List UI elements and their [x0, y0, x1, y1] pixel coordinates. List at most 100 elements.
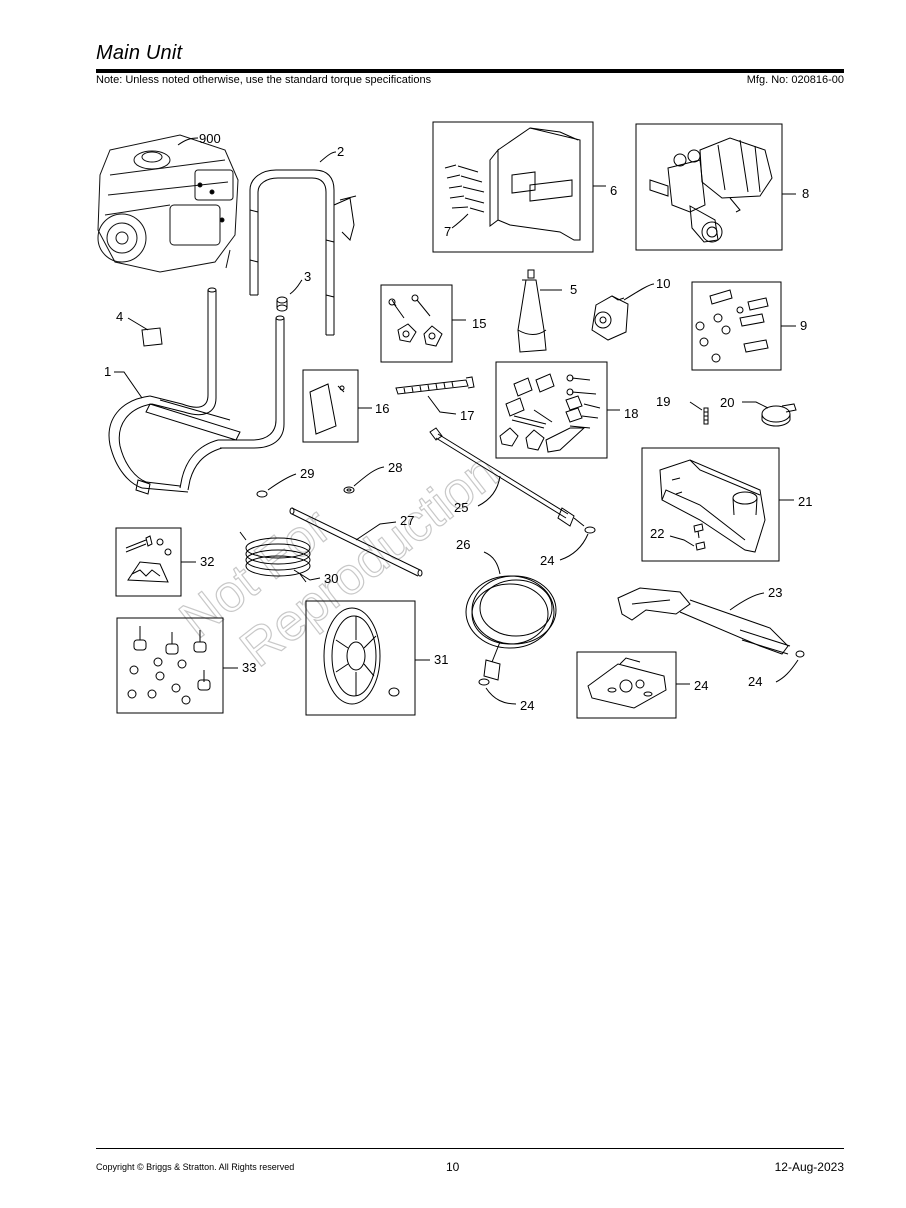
- hose-coil-part-30: [239, 531, 311, 583]
- callout-2: 2: [337, 144, 344, 159]
- part-21-box: [641, 447, 780, 562]
- part-24-box: [576, 651, 677, 719]
- oring-part-29: [256, 490, 268, 498]
- hose-part-26: [465, 575, 557, 681]
- leader-1: [114, 371, 143, 399]
- leader-2: [319, 151, 337, 163]
- callout-17: 17: [460, 408, 474, 423]
- callout-31: 31: [434, 652, 448, 667]
- oring-part-24a: [584, 526, 596, 534]
- callout-18: 18: [624, 406, 638, 421]
- copyright-text: Copyright © Briggs & Stratton. All Right…: [96, 1162, 295, 1172]
- part-31-box: [305, 600, 416, 716]
- unloader-part: [591, 295, 629, 341]
- callout-24d: 24: [694, 678, 708, 693]
- cap-part-20: [761, 403, 797, 427]
- leader-4: [127, 317, 149, 331]
- bolt-kit-9: [695, 289, 769, 363]
- torque-note: Note: Unless noted otherwise, use the st…: [96, 74, 432, 86]
- header-rule: [96, 69, 844, 73]
- callout-22: 22: [650, 526, 664, 541]
- leader-17: [427, 395, 457, 415]
- part-18-box: [495, 361, 608, 459]
- exploded-parts-diagram: Not For Reproduction 900 2 3: [97, 121, 812, 719]
- callout-16: 16: [375, 401, 389, 416]
- bolt-part-17: [395, 376, 475, 395]
- leader-24c: [775, 659, 799, 683]
- console-part-21: [659, 459, 766, 553]
- leader-30: [293, 569, 321, 581]
- leader-10: [623, 283, 655, 301]
- part-16-box: [302, 369, 359, 443]
- mfg-number: Mfg. No: 020816-00: [746, 74, 844, 86]
- leader-22: [669, 535, 695, 547]
- callout-7: 7: [444, 224, 451, 239]
- handle-part: [249, 169, 357, 336]
- spray-gun-part-23: [617, 587, 791, 655]
- callout-27: 27: [400, 513, 414, 528]
- leader-24a: [559, 533, 589, 561]
- guard-part: [489, 127, 581, 241]
- leader-24b: [485, 687, 517, 705]
- isolator-kit-33: [127, 626, 211, 705]
- wheel-part-31: [323, 607, 400, 705]
- foot-kit-32: [125, 535, 172, 583]
- callout-26: 26: [456, 537, 470, 552]
- wand-part-25: [429, 427, 585, 527]
- leader-3: [289, 279, 303, 295]
- callout-900: 900: [199, 131, 221, 146]
- part-32-box: [115, 527, 182, 597]
- oil-bottle-part: [517, 269, 547, 353]
- guard-bolts: [444, 164, 485, 213]
- screw-part-22: [693, 523, 706, 551]
- leader-7: [451, 213, 469, 229]
- callout-10: 10: [656, 276, 670, 291]
- footer-rule: [96, 1148, 844, 1149]
- callout-29: 29: [300, 466, 314, 481]
- callout-6: 6: [610, 183, 617, 198]
- callout-19: 19: [656, 394, 670, 409]
- part-8-box: [635, 123, 783, 251]
- manual-part-16: [309, 383, 345, 435]
- callout-23: 23: [768, 585, 782, 600]
- leader-28: [353, 466, 385, 487]
- callout-5: 5: [570, 282, 577, 297]
- callout-21: 21: [798, 494, 812, 509]
- frame-part: [108, 287, 285, 495]
- callout-3: 3: [304, 269, 311, 284]
- part-15-box: [380, 284, 453, 363]
- callout-33: 33: [242, 660, 256, 675]
- part-9-box: [691, 281, 782, 371]
- page-title: Main Unit: [96, 42, 183, 64]
- axle-part-27: [289, 507, 423, 577]
- callout-24c: 24: [748, 674, 762, 689]
- pin-part-19: [703, 407, 709, 425]
- callout-24b: 24: [520, 698, 534, 713]
- callout-9: 9: [800, 318, 807, 333]
- part-33-box: [116, 617, 224, 714]
- leader-29: [267, 473, 297, 491]
- hardware-kit-18: [499, 373, 601, 453]
- leader-27: [355, 521, 397, 541]
- label-part: [141, 327, 163, 347]
- page-number: 10: [446, 1160, 460, 1174]
- oring-part-24c: [795, 650, 805, 658]
- callout-25: 25: [454, 500, 468, 515]
- callout-24a: 24: [540, 553, 554, 568]
- part-6-box: [432, 121, 594, 253]
- callout-8: 8: [802, 186, 809, 201]
- plug-part: [276, 296, 288, 312]
- leader-900: [177, 137, 199, 146]
- pump-part: [649, 137, 773, 243]
- leader-26: [483, 551, 501, 575]
- callout-15: 15: [472, 316, 486, 331]
- callout-20: 20: [720, 395, 734, 410]
- footer-date: 12-Aug-2023: [774, 1160, 844, 1174]
- leader-23: [729, 592, 765, 611]
- leader-20: [742, 401, 769, 409]
- callout-28: 28: [388, 460, 402, 475]
- knob-kit-15: [388, 294, 443, 347]
- engine-part: [97, 134, 239, 273]
- washer-part-28: [343, 486, 355, 494]
- callout-1: 1: [104, 364, 111, 379]
